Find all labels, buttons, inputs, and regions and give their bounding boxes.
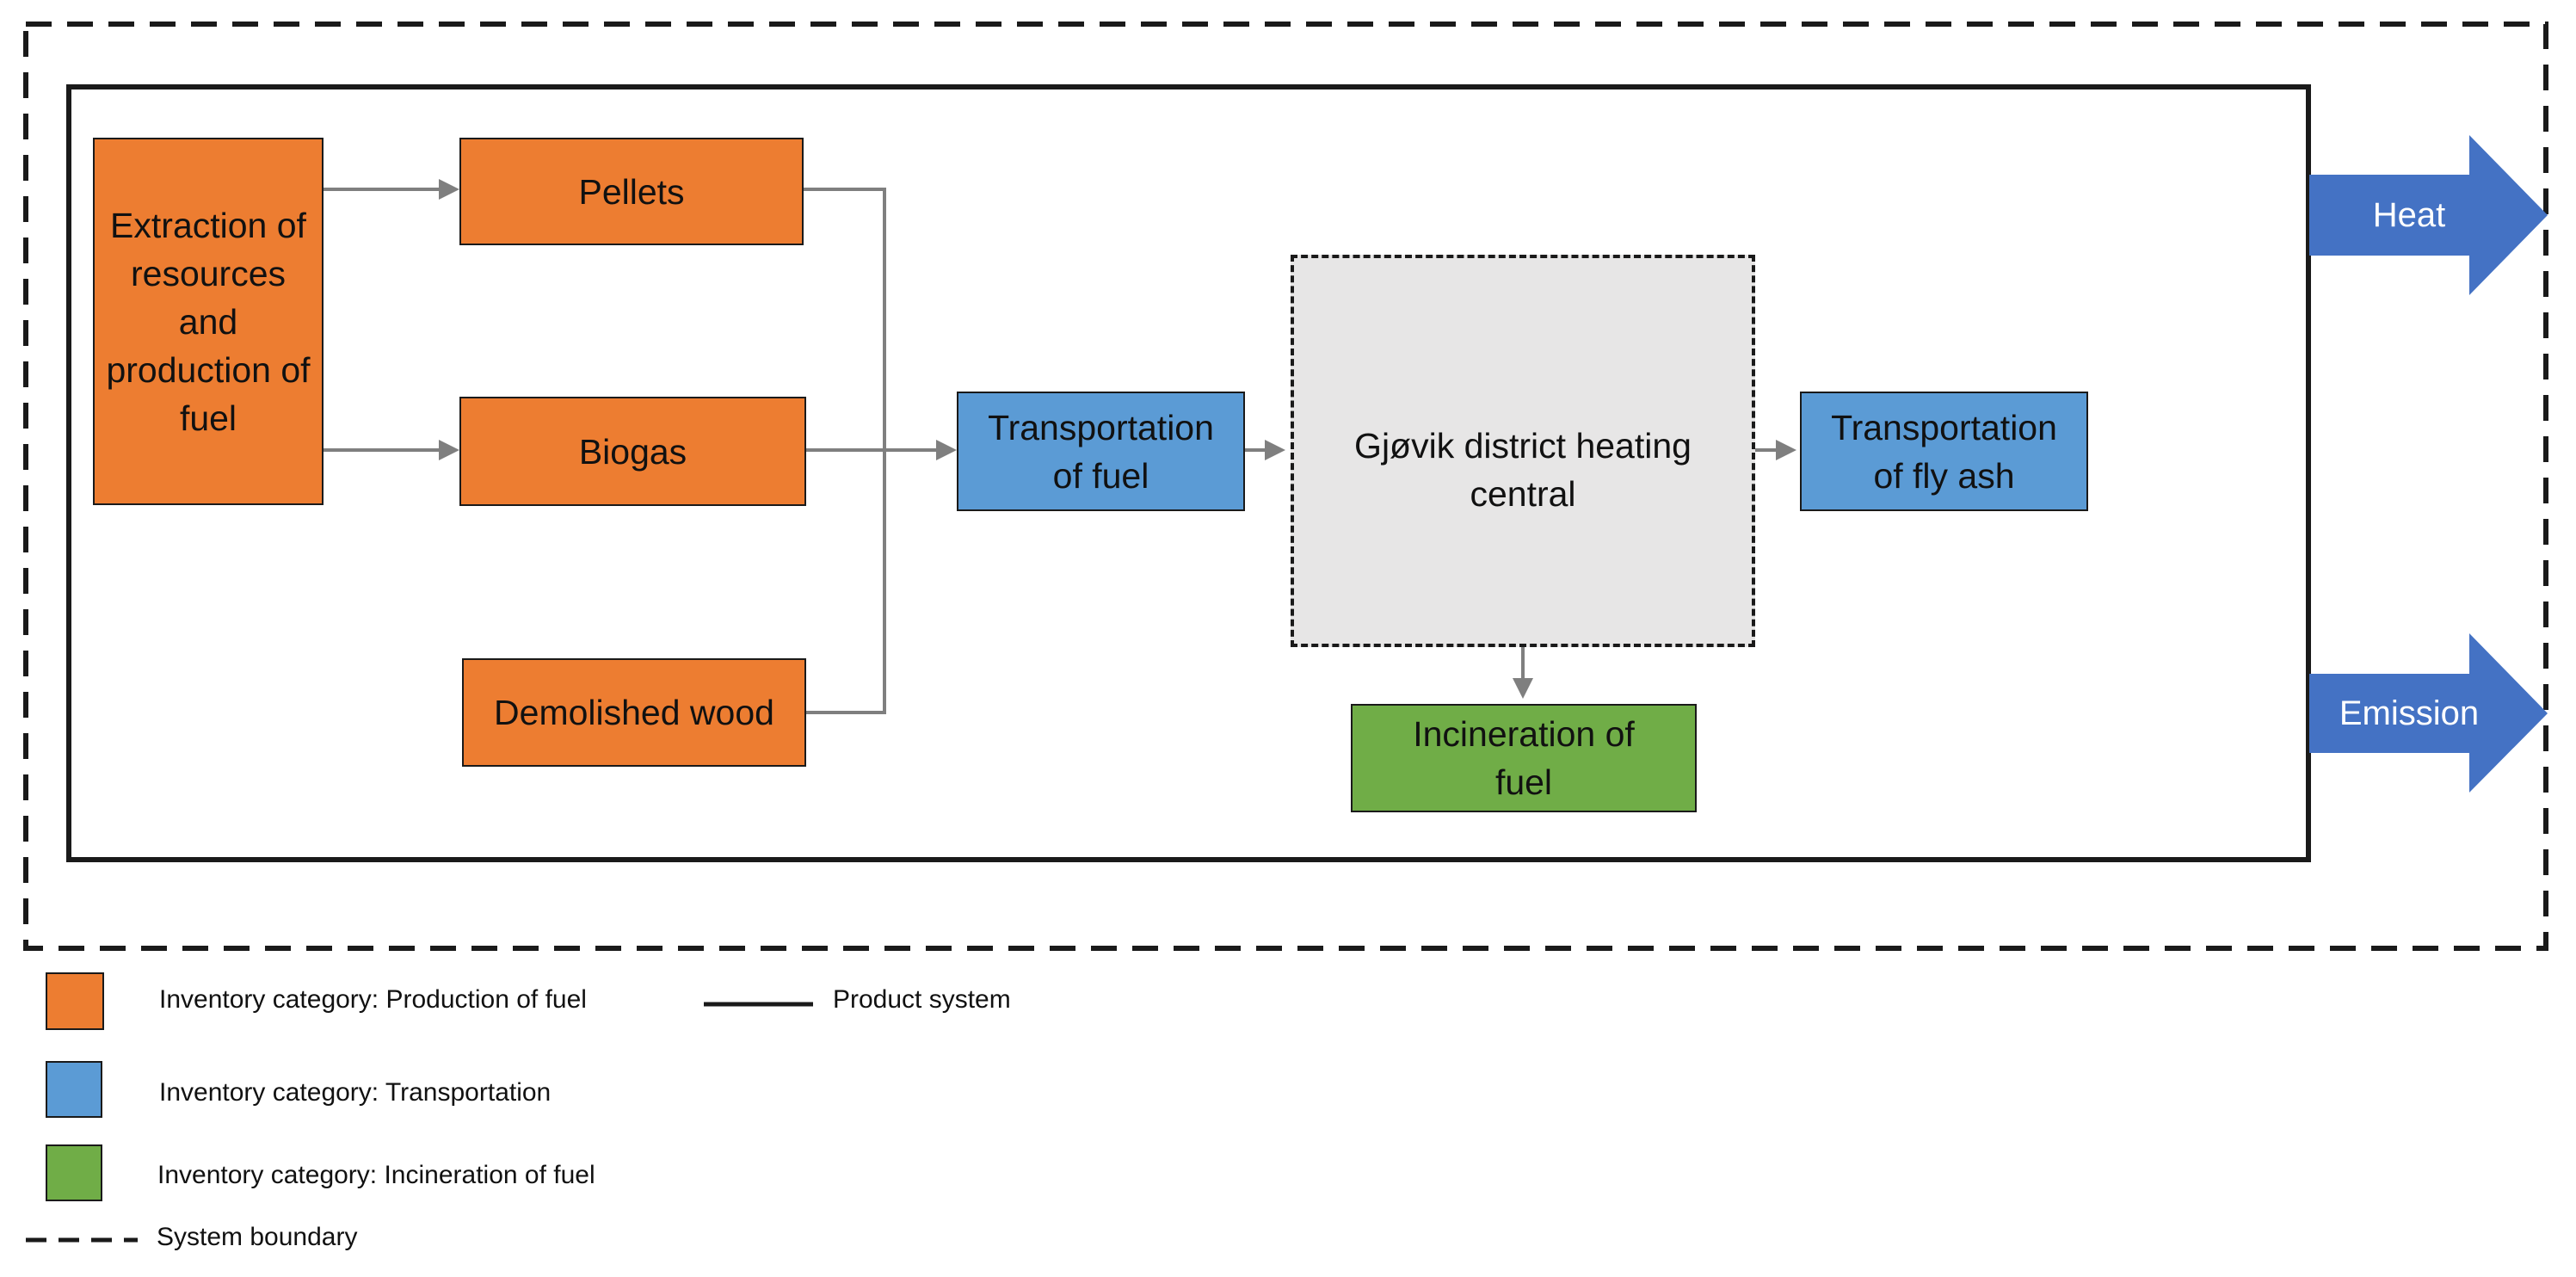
node-biogas-label: Biogas — [578, 431, 687, 472]
node-transportation-of-fly-ash-label: Transportation of fly ash — [1831, 407, 2057, 496]
heat-output-arrow — [2309, 135, 2548, 295]
legend-production-swatch — [46, 972, 104, 1030]
node-incineration-of-fuel: Incineration of fuel — [1351, 704, 1697, 812]
emission-label: Emission — [2339, 694, 2480, 732]
legend-transportation-swatch — [46, 1061, 102, 1118]
node-transportation-of-fuel: Transportation of fuel — [957, 392, 1245, 511]
node-transportation-of-fuel-label: Transportation of fuel — [988, 407, 1214, 496]
product-system-boundary — [66, 84, 2311, 862]
node-biogas: Biogas — [459, 397, 806, 506]
node-extraction-label: Extraction of resources and production o… — [106, 205, 311, 438]
system-boundary — [23, 22, 2548, 951]
emission-output-arrow — [2309, 633, 2548, 793]
node-extraction: Extraction of resources and production o… — [93, 138, 324, 505]
legend-production-label: Inventory category: Production of fuel — [159, 985, 587, 1014]
legend-product-system-label: Product system — [833, 985, 1011, 1014]
node-transportation-of-fly-ash: Transportation of fly ash — [1800, 392, 2088, 511]
legend-system-boundary-label: System boundary — [157, 1223, 358, 1251]
node-pellets: Pellets — [459, 138, 804, 245]
node-demolished-wood: Demolished wood — [462, 658, 806, 767]
heat-label: Heat — [2372, 196, 2446, 234]
node-district-heating-central: Gjøvik district heating central — [1291, 255, 1755, 647]
legend-transportation-label: Inventory category: Transportation — [159, 1078, 552, 1107]
legend-incineration-swatch — [46, 1144, 102, 1201]
legend-incineration-label: Inventory category: Incineration of fuel — [157, 1161, 595, 1189]
node-pellets-label: Pellets — [578, 171, 685, 212]
node-demolished-wood-label: Demolished wood — [494, 693, 774, 732]
node-incineration-of-fuel-label: Incineration of fuel — [1413, 714, 1635, 802]
node-district-heating-central-label: Gjøvik district heating central — [1354, 426, 1692, 514]
